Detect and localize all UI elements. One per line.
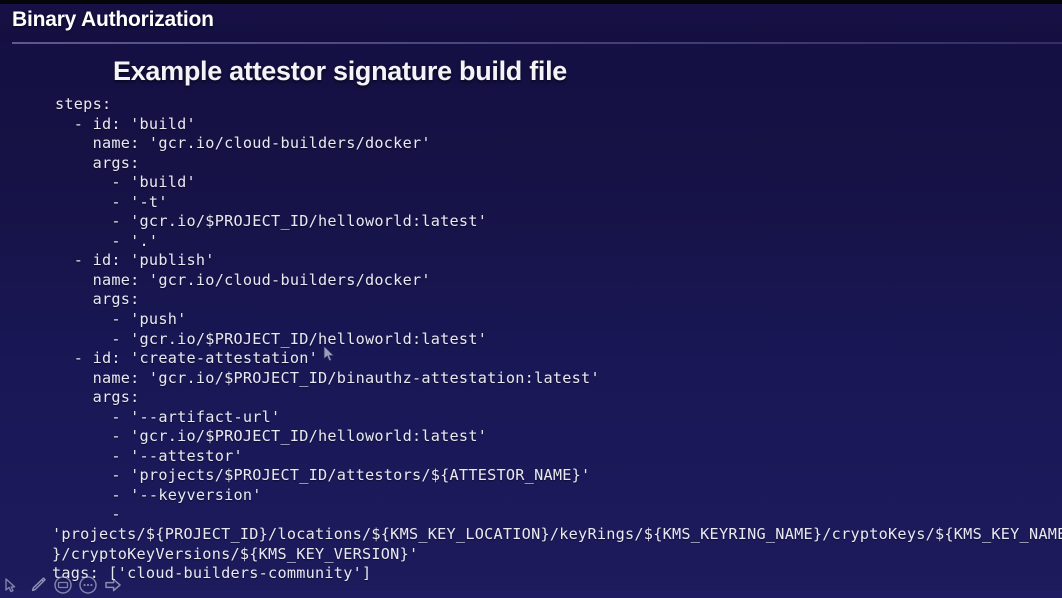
code-line: steps: [55,95,112,113]
bottom-bar [0,590,1062,598]
letterbox-strip [0,0,1062,4]
page-title: Example attestor signature build file [113,56,568,86]
code-line: - id: 'build' [55,114,196,133]
code-block: steps: - id: 'build' name: 'gcr.io/cloud… [52,95,1062,584]
slide-header: Binary Authorization [0,4,1062,42]
header-title: Binary Authorization [12,8,214,31]
code-line: - 'gcr.io/$PROJECT_ID/helloworld:latest' [55,212,488,231]
header-divider [12,42,1062,44]
code-line: - '--attestor' [55,446,243,465]
code-line: tags: ['cloud-builders-community'] [52,564,372,583]
code-line: name: 'gcr.io/cloud-builders/docker' [55,270,431,289]
code-line: - 'push' [55,310,187,329]
code-line: - '-t' [55,192,168,211]
code-line: - '--keyversion' [55,485,262,504]
next-slide-icon[interactable] [102,574,124,596]
code-line: name: 'gcr.io/$PROJECT_ID/binauthz-attes… [55,368,600,387]
code-line: args: [55,153,140,172]
code-line: - 'gcr.io/$PROJECT_ID/helloworld:latest' [55,427,488,446]
code-line: args: [55,290,140,309]
presenter-toolbar[interactable] [0,572,130,598]
code-line-wrapped: 'projects/${PROJECT_ID}/locations/${KMS_… [52,525,1062,544]
mouse-pointer-icon [323,346,335,362]
previous-slide-icon[interactable] [52,574,74,596]
code-line: - '--artifact-url' [55,407,281,426]
code-line: - [55,505,121,524]
code-line: - 'gcr.io/$PROJECT_ID/helloworld:latest' [55,329,488,348]
code-line: name: 'gcr.io/cloud-builders/docker' [55,134,431,153]
code-line: args: [55,388,140,407]
pointer-icon[interactable] [2,574,24,596]
code-line-wrapped: }/cryptoKeyVersions/${KMS_KEY_VERSION}' [52,544,419,563]
code-line: - id: 'publish' [55,251,215,270]
code-line: - id: 'create-attestation' [55,349,319,368]
slide-menu-icon[interactable] [77,574,99,596]
code-line: - 'build' [55,173,196,192]
code-line: - '.' [55,231,159,250]
pen-icon[interactable] [27,574,49,596]
code-line: - 'projects/$PROJECT_ID/attestors/${ATTE… [55,466,591,485]
